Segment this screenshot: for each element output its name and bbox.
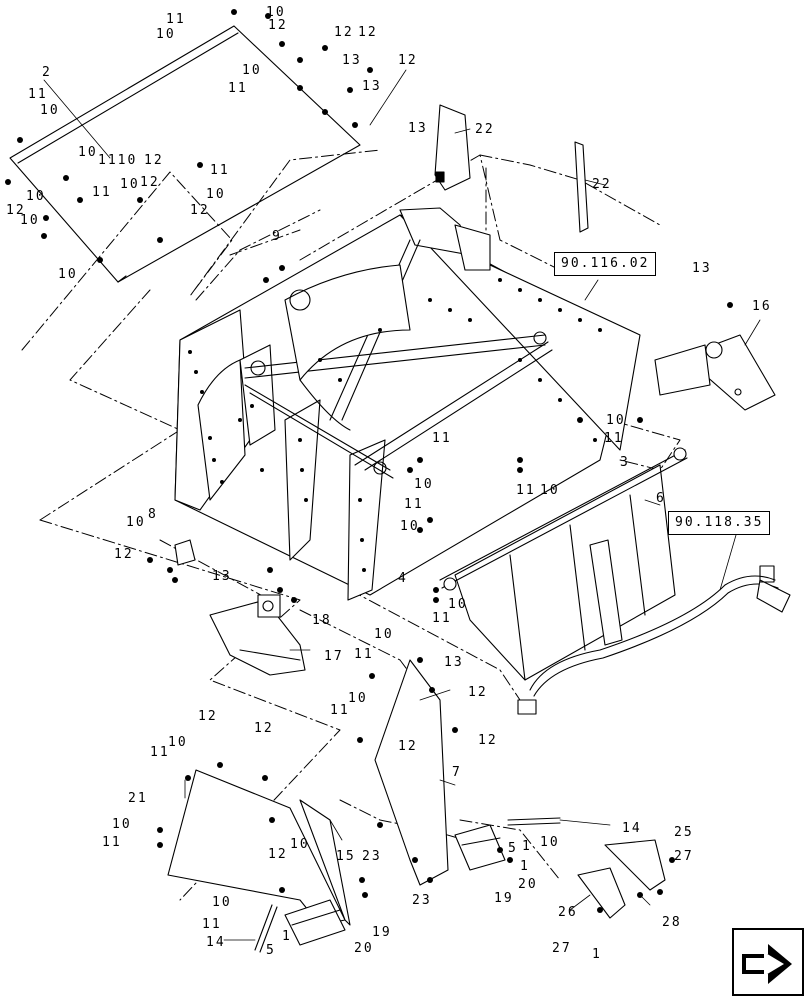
assembly-outline-lines [21, 149, 681, 901]
next-page-icon[interactable] [732, 928, 804, 996]
side-panel-7 [374, 659, 449, 886]
reference-90-118-35[interactable]: 90.118.35 [668, 511, 771, 535]
rod-14-upper [507, 817, 561, 826]
side-panel-21 [167, 769, 351, 926]
arrow-icon [742, 944, 792, 984]
callout-leaders [43, 69, 761, 941]
plate-22b [574, 141, 589, 233]
top-cover-plate [9, 25, 361, 283]
bracket-17 [209, 594, 306, 676]
plate-22a [434, 104, 471, 191]
bracket-16 [654, 334, 776, 411]
rod-14-lower [254, 904, 278, 953]
deflector-26 [577, 867, 626, 919]
bracket-8 [174, 539, 196, 566]
bracket-19-20-lower [284, 899, 346, 946]
deflector-25 [604, 839, 666, 891]
fasteners [5, 9, 733, 913]
lower-guard-panel [439, 447, 688, 681]
hose-assembly [517, 565, 791, 715]
bracket-19-20-upper [454, 824, 506, 871]
reference-90-116-02[interactable]: 90.116.02 [554, 252, 657, 276]
frame-braces [244, 239, 553, 479]
